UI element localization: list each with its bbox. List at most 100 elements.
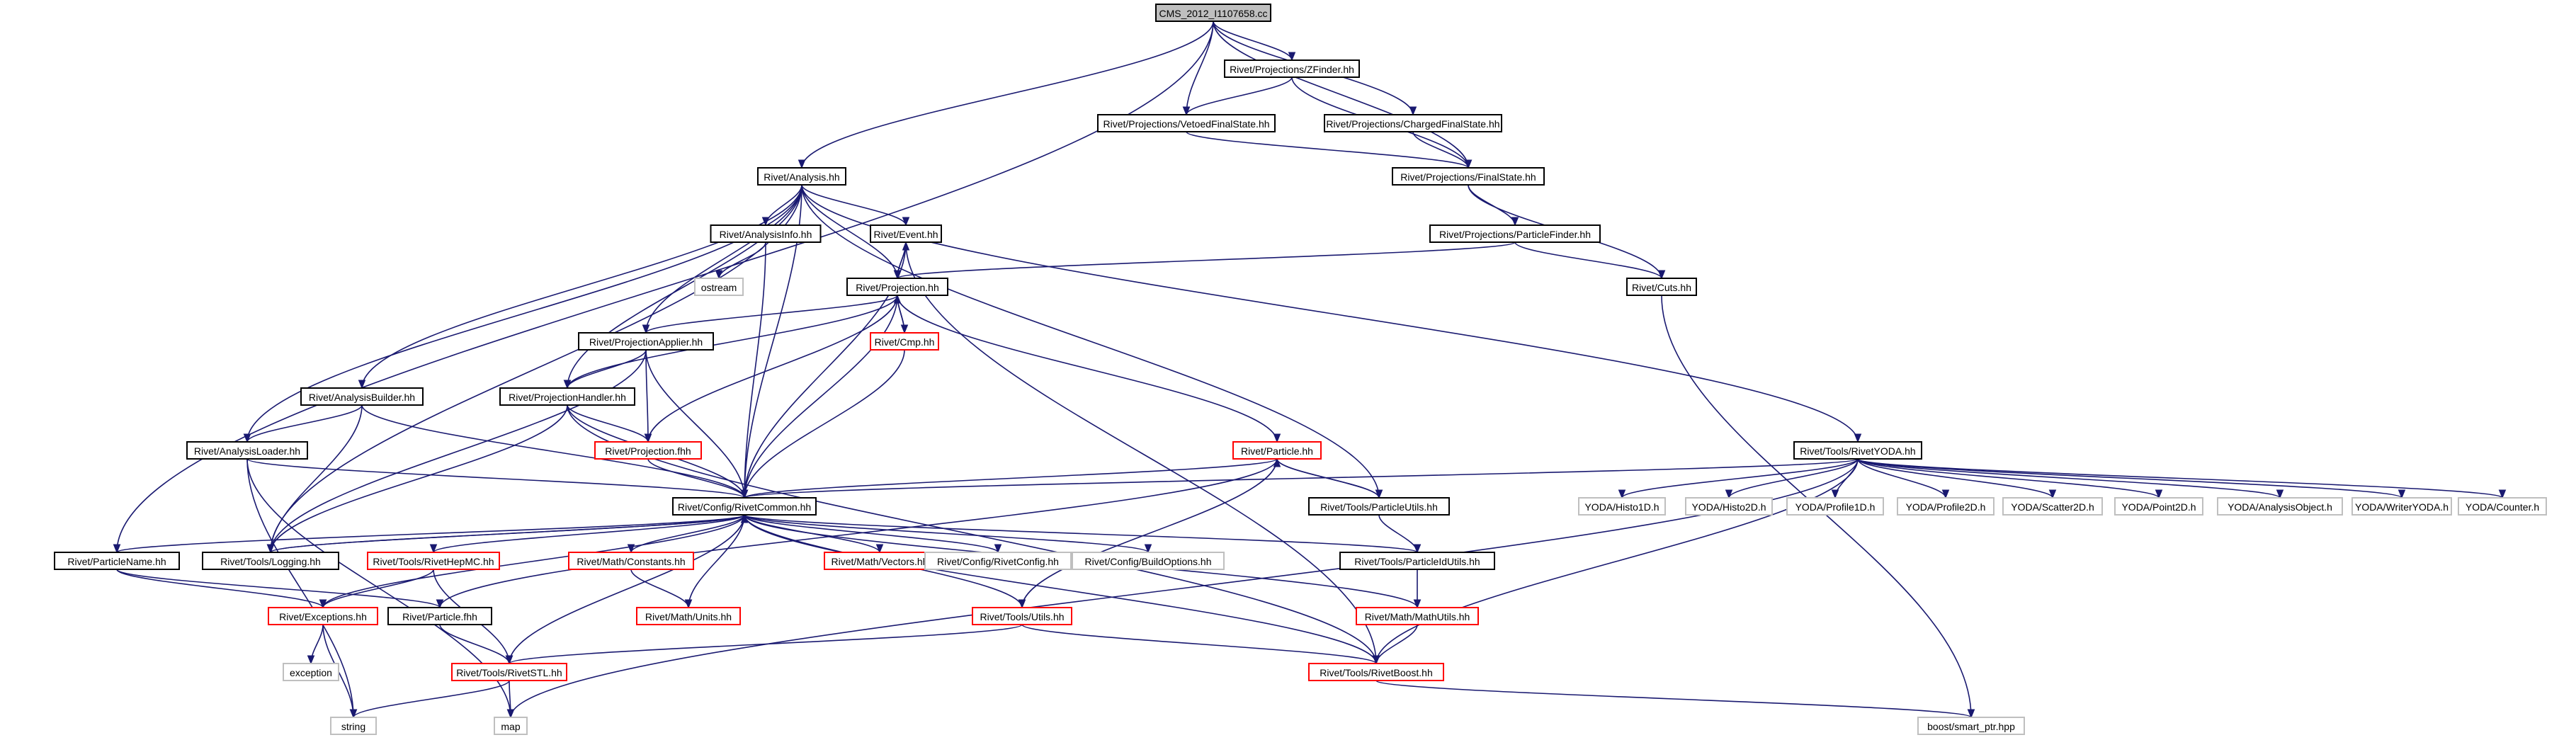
node-rivet-tools-particleidutils-hh[interactable]: Rivet/Tools/ParticleIdUtils.hh xyxy=(1339,552,1495,570)
node-rivet-particlename-hh[interactable]: Rivet/ParticleName.hh xyxy=(54,552,180,570)
node-label: YODA/AnalysisObject.h xyxy=(2228,501,2332,513)
node-rivet-tools-rivetyoda-hh[interactable]: Rivet/Tools/RivetYODA.hh xyxy=(1793,441,1922,460)
node-box xyxy=(1897,497,1995,516)
node-box xyxy=(1626,278,1697,296)
arrowhead xyxy=(893,294,902,304)
node-box xyxy=(1917,717,2025,735)
node-rivet-math-units-hh[interactable]: Rivet/Math/Units.hh xyxy=(636,607,741,625)
edge-analysis-to-analysisbuilder xyxy=(358,184,802,389)
node-rivet-tools-rivetstl-hh[interactable]: Rivet/Tools/RivetSTL.hh xyxy=(451,663,567,681)
edge-line xyxy=(645,295,898,334)
edge-line xyxy=(744,514,999,553)
edge-line xyxy=(1857,458,2402,499)
node-rivet-exceptions-hh[interactable]: Rivet/Exceptions.hh xyxy=(268,607,378,625)
node-yoda-histo2d-h[interactable]: YODA/Histo2D.h xyxy=(1685,497,1773,516)
edge-projection-to-rivetcommon xyxy=(740,295,898,499)
node-label: YODA/Scatter2D.h xyxy=(2011,501,2094,513)
node-rivet-projections-zfinder-hh[interactable]: Rivet/Projections/ZFinder.hh xyxy=(1224,59,1360,78)
edge-analysis-to-event xyxy=(801,184,910,227)
edge-line xyxy=(1514,241,1662,279)
node-rivet-analysis-hh[interactable]: Rivet/Analysis.hh xyxy=(757,167,846,186)
node-cms-2012-i1107658-cc[interactable]: CMS_2012_I1107658.cc xyxy=(1155,4,1271,22)
node-yoda-analysisobject-h[interactable]: YODA/AnalysisObject.h xyxy=(2217,497,2343,516)
node-rivet-analysisloader-hh[interactable]: Rivet/AnalysisLoader.hh xyxy=(186,441,308,460)
node-box xyxy=(2458,497,2547,516)
arrowhead xyxy=(2155,489,2163,499)
node-rivet-event-hh[interactable]: Rivet/Event.hh xyxy=(870,224,942,243)
edge-particleutils-to-particleidutils xyxy=(1378,514,1422,554)
edge-line xyxy=(439,458,1278,608)
node-label: YODA/Point2D.h xyxy=(2121,501,2196,513)
node-rivet-particle-fhh[interactable]: Rivet/Particle.fhh xyxy=(387,607,492,625)
node-rivet-math-constants-hh[interactable]: Rivet/Math/Constants.hh xyxy=(568,552,694,570)
node-yoda-counter-h[interactable]: YODA/Counter.h xyxy=(2458,497,2547,516)
node-yoda-profile1d-h[interactable]: YODA/Profile1D.h xyxy=(1786,497,1884,516)
edge-line xyxy=(567,349,647,389)
arrowhead xyxy=(740,489,749,499)
node-rivet-config-rivetcommon-hh[interactable]: Rivet/Config/RivetCommon.hh xyxy=(672,497,817,516)
edge-finalstate-to-particlefinder xyxy=(1468,184,1519,227)
node-rivet-tools-logging-hh[interactable]: Rivet/Tools/Logging.hh xyxy=(202,552,339,570)
node-rivet-tools-utils-hh[interactable]: Rivet/Tools/Utils.hh xyxy=(972,607,1072,625)
node-rivet-config-buildoptions-hh[interactable]: Rivet/Config/BuildOptions.hh xyxy=(1072,552,1225,570)
node-label: Rivet/AnalysisInfo.hh xyxy=(720,229,812,240)
node-rivet-tools-rivethepmc-hh[interactable]: Rivet/Tools/RivetHepMC.hh xyxy=(367,552,500,570)
node-rivet-math-vectors-hh[interactable]: Rivet/Math/Vectors.hh xyxy=(824,552,936,570)
node-box xyxy=(1232,441,1322,460)
arrowhead xyxy=(1273,457,1281,467)
node-yoda-histo1d-h[interactable]: YODA/Histo1D.h xyxy=(1578,497,1666,516)
node-yoda-profile2d-h[interactable]: YODA/Profile2D.h xyxy=(1897,497,1995,516)
node-rivet-analysisinfo-hh[interactable]: Rivet/AnalysisInfo.hh xyxy=(710,224,822,243)
node-rivet-analysisbuilder-hh[interactable]: Rivet/AnalysisBuilder.hh xyxy=(300,387,424,406)
arrowhead xyxy=(1657,270,1666,280)
node-ostream[interactable]: ostream xyxy=(694,278,744,296)
node-label: Rivet/Config/BuildOptions.hh xyxy=(1085,556,1212,567)
node-box xyxy=(1356,607,1479,625)
edge-projection-to-particle xyxy=(897,295,1281,443)
node-box xyxy=(1224,59,1360,78)
node-box xyxy=(1786,497,1884,516)
node-rivet-tools-particleutils-hh[interactable]: Rivet/Tools/ParticleUtils.hh xyxy=(1308,497,1450,516)
node-rivet-particle-hh[interactable]: Rivet/Particle.hh xyxy=(1232,441,1322,460)
arrowhead xyxy=(2276,489,2284,499)
node-rivet-projectionhandler-hh[interactable]: Rivet/ProjectionHandler.hh xyxy=(499,387,635,406)
edge-line xyxy=(270,404,363,553)
node-label: Rivet/Math/Vectors.hh xyxy=(832,556,929,567)
node-yoda-writeryoda-h[interactable]: YODA/WriterYODA.h xyxy=(2351,497,2452,516)
edge-line xyxy=(744,514,1418,553)
node-rivet-cmp-hh[interactable]: Rivet/Cmp.hh xyxy=(870,332,939,351)
node-box xyxy=(2002,497,2103,516)
node-boost-smart-ptr-hpp[interactable]: boost/smart_ptr.hpp xyxy=(1917,717,2025,735)
node-box xyxy=(710,224,822,243)
edge-cms-to-zfinder xyxy=(1213,21,1296,62)
node-yoda-scatter2d-h[interactable]: YODA/Scatter2D.h xyxy=(2002,497,2103,516)
arrowhead xyxy=(1182,106,1191,116)
node-rivet-config-rivetconfig-hh[interactable]: Rivet/Config/RivetConfig.hh xyxy=(924,552,1072,570)
node-rivet-projections-finalstate-hh[interactable]: Rivet/Projections/FinalState.hh xyxy=(1392,167,1545,186)
arrowhead xyxy=(243,433,251,443)
node-rivet-projections-chargedfinalstate-hh[interactable]: Rivet/Projections/ChargedFinalState.hh xyxy=(1324,114,1502,132)
arrowhead xyxy=(1375,489,1383,499)
node-rivet-math-mathutils-hh[interactable]: Rivet/Math/MathUtils.hh xyxy=(1356,607,1479,625)
node-label: Rivet/Projections/VetoedFinalState.hh xyxy=(1103,118,1269,130)
node-string[interactable]: string xyxy=(330,717,377,735)
edge-line xyxy=(1021,624,1377,664)
node-map[interactable]: map xyxy=(494,717,528,735)
node-rivet-cuts-hh[interactable]: Rivet/Cuts.hh xyxy=(1626,278,1697,296)
node-box xyxy=(672,497,817,516)
node-yoda-point2d-h[interactable]: YODA/Point2D.h xyxy=(2114,497,2203,516)
node-rivet-projectionapplier-hh[interactable]: Rivet/ProjectionApplier.hh xyxy=(578,332,714,351)
node-rivet-projection-hh[interactable]: Rivet/Projection.hh xyxy=(846,278,948,296)
node-rivet-projections-vetoedfinalstate-hh[interactable]: Rivet/Projections/VetoedFinalState.hh xyxy=(1097,114,1276,132)
node-rivet-projections-particlefinder-hh[interactable]: Rivet/Projections/ParticleFinder.hh xyxy=(1429,224,1601,243)
edge-line xyxy=(509,514,745,664)
node-exception[interactable]: exception xyxy=(283,663,339,681)
edge-line xyxy=(567,404,649,443)
arrowhead xyxy=(358,380,366,389)
node-rivet-projection-fhh[interactable]: Rivet/Projection.fhh xyxy=(594,441,702,460)
node-box xyxy=(578,332,714,351)
edge-analysis-to-projapplier xyxy=(642,184,802,334)
node-label: Rivet/Cuts.hh xyxy=(1632,282,1691,293)
node-label: Rivet/Analysis.hh xyxy=(764,171,839,183)
node-rivet-tools-rivetboost-hh[interactable]: Rivet/Tools/RivetBoost.hh xyxy=(1308,663,1444,681)
